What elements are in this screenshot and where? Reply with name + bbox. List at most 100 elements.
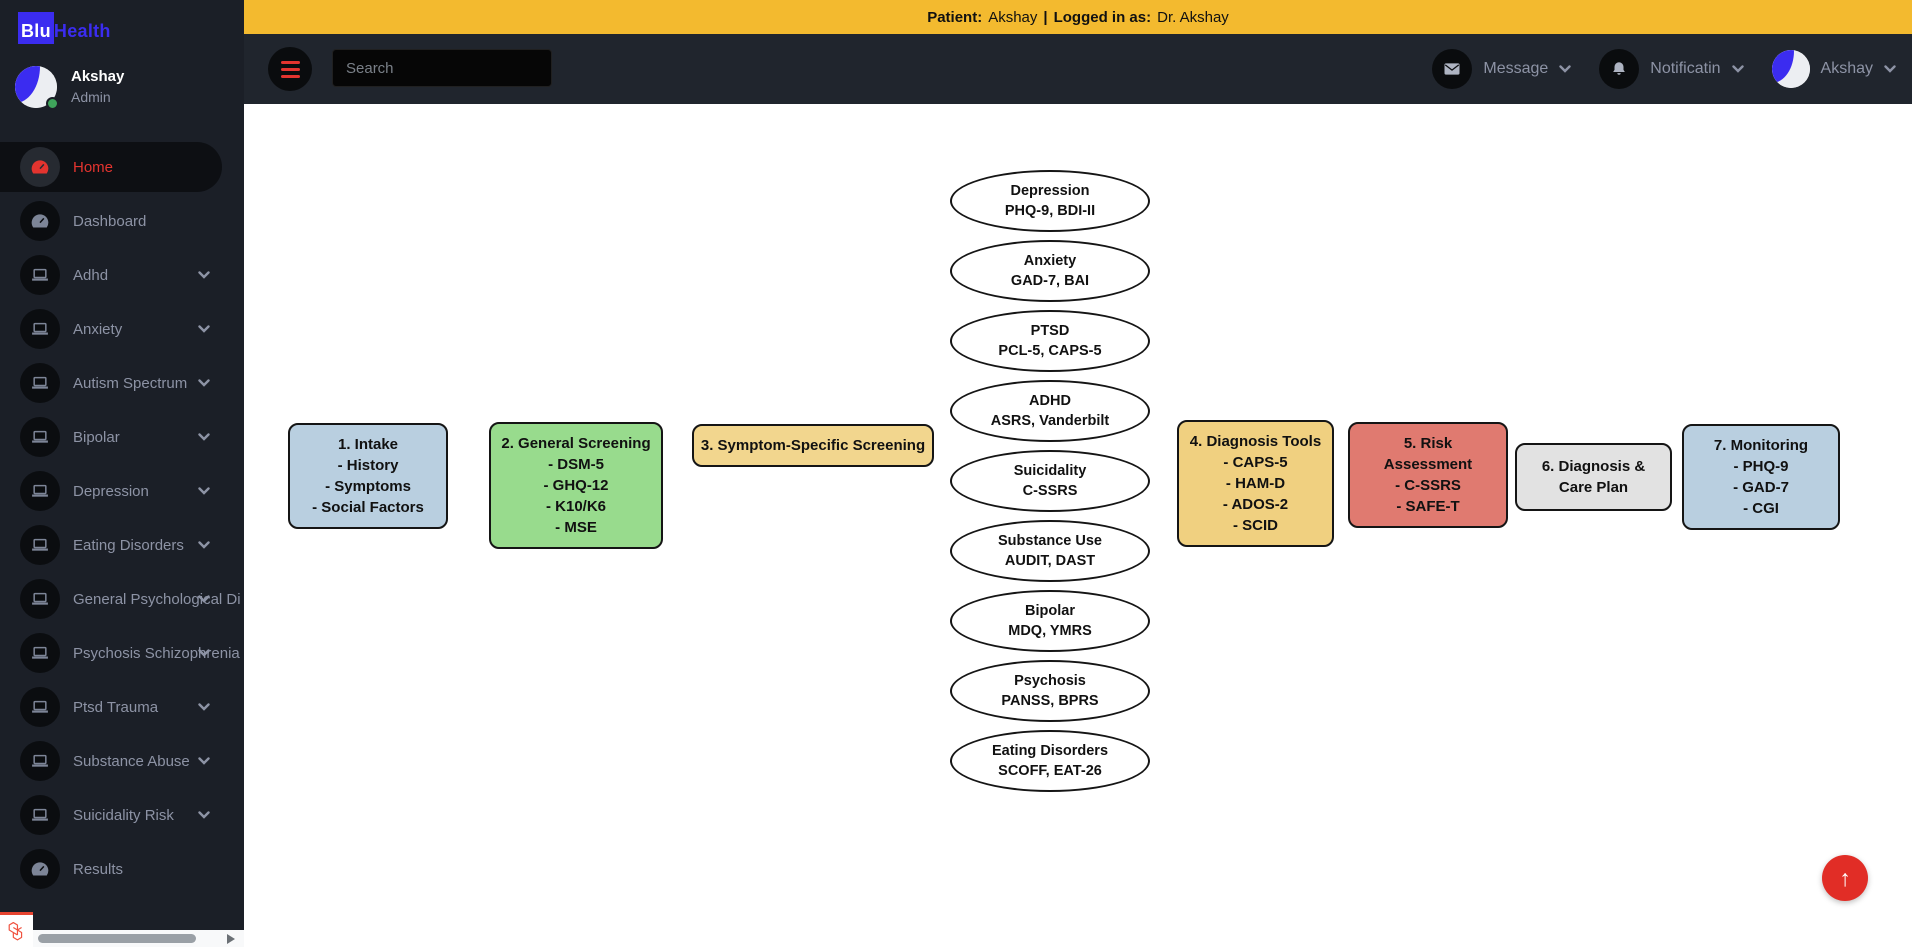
search-input[interactable] (332, 49, 552, 87)
scrollbar-right-arrow[interactable] (227, 933, 235, 944)
flow-box-line: 5. Risk (1403, 435, 1453, 452)
chevron-down-icon (198, 649, 210, 657)
flow-ellipse-eating-disorders[interactable]: Eating Disorders SCOFF, EAT-26 (950, 730, 1150, 792)
flow-box-symptom-specific-screening[interactable]: 3. Symptom-Specific Screening (692, 424, 934, 467)
sidebar-item-general-psychological[interactable]: General Psychological Di (0, 572, 244, 626)
flow-box-general-screening[interactable]: 2. General Screening - DSM-5 - GHQ-12 - … (489, 422, 663, 549)
sidebar-item-psychosis-schizophrenia[interactable]: Psychosis Schizophrenia (0, 626, 244, 680)
flow-ellipse-subtitle: PHQ-9, BDI-II (1004, 203, 1096, 219)
flow-ellipse-anxiety[interactable]: Anxiety GAD-7, BAI (950, 240, 1150, 302)
flow-box-monitoring[interactable]: 7. Monitoring - PHQ-9 - GAD-7 - CGI (1682, 424, 1840, 530)
flow-ellipse-title: Depression (1010, 183, 1090, 199)
top-navbar: Message Notificatin Akshay (244, 34, 1912, 104)
sidebar-item-label: Substance Abuse (73, 752, 190, 770)
flow-box-line: - ADOS-2 (1222, 496, 1289, 513)
flow-ellipse-title: Eating Disorders (991, 743, 1109, 759)
sidebar-item-home[interactable]: Home (0, 142, 222, 192)
chevron-down-icon (1884, 65, 1896, 73)
flow-box-intake[interactable]: 1. Intake - History - Symptoms - Social … (288, 423, 448, 529)
flow-box-line: Assessment (1383, 456, 1473, 473)
sidebar-item-results[interactable]: Results (0, 842, 244, 896)
sidebar-item-suicidality-risk[interactable]: Suicidality Risk (0, 788, 244, 842)
scrollbar-thumb[interactable] (38, 934, 196, 943)
chevron-down-icon (1731, 65, 1744, 73)
flow-ellipse-title: Psychosis (1014, 673, 1086, 689)
laravel-icon (8, 921, 22, 941)
sidebar-item-dashboard[interactable]: Dashboard (0, 194, 244, 248)
chevron-down-icon (198, 433, 210, 441)
online-status-dot (46, 97, 59, 110)
laptop-icon (20, 525, 60, 565)
flow-box-line: - GAD-7 (1733, 479, 1789, 496)
profile-dropdown[interactable]: Akshay (1771, 50, 1896, 88)
laptop-icon (20, 633, 60, 673)
flow-ellipse-subtitle: ASRS, Vanderbilt (990, 413, 1110, 429)
sidebar-item-ptsd-trauma[interactable]: Ptsd Trauma (0, 680, 244, 734)
flow-ellipse-adhd[interactable]: ADHD ASRS, Vanderbilt (950, 380, 1150, 442)
sidebar-item-anxiety[interactable]: Anxiety (0, 302, 244, 356)
patient-name: Akshay (988, 8, 1038, 26)
avatar-image (15, 66, 57, 108)
flow-ellipse-bipolar[interactable]: Bipolar MDQ, YMRS (950, 590, 1150, 652)
sidebar-item-label: Bipolar (73, 428, 120, 446)
avatar[interactable] (15, 66, 59, 110)
flow-box-line: - CAPS-5 (1223, 454, 1288, 471)
flow-box-diagnosis-care-plan[interactable]: 6. Diagnosis & Care Plan (1515, 443, 1672, 511)
flow-box-line: - HAM-D (1225, 475, 1286, 492)
sidebar-item-eating-disorders[interactable]: Eating Disorders (0, 518, 244, 572)
laptop-icon (20, 417, 60, 457)
message-dropdown[interactable]: Message (1432, 49, 1571, 89)
flow-box-line: - MSE (555, 519, 597, 536)
flow-ellipse-subtitle: PANSS, BPRS (1001, 693, 1099, 709)
sidebar-item-label: Dashboard (73, 212, 147, 230)
avatar-image (1771, 50, 1810, 88)
flow-ellipse-subtitle: C-SSRS (1022, 483, 1078, 499)
flow-box-line: - DSM-5 (548, 456, 604, 473)
flow-ellipse-subtitle: MDQ, YMRS (1008, 623, 1092, 639)
sidebar-toggle-button[interactable] (268, 47, 312, 91)
sidebar-item-depression[interactable]: Depression (0, 464, 244, 518)
speedometer-icon (20, 849, 60, 889)
sidebar-menu: Home Dashboard Adhd Anxiety Autism Spect… (0, 140, 244, 896)
flow-ellipse-psychosis[interactable]: Psychosis PANSS, BPRS (950, 660, 1150, 722)
laptop-icon (20, 471, 60, 511)
scroll-to-top-button[interactable]: ↑ (1822, 855, 1868, 901)
horizontal-scrollbar[interactable] (0, 930, 244, 947)
hamburger-icon (280, 59, 300, 80)
laravel-debugbar-badge[interactable] (0, 912, 33, 947)
flow-ellipse-substance-use[interactable]: Substance Use AUDIT, DAST (950, 520, 1150, 582)
sidebar-item-label: Home (73, 158, 114, 176)
chevron-down-icon (1559, 65, 1571, 73)
speedometer-icon (20, 201, 60, 241)
flow-box-line: - History (337, 457, 399, 474)
flow-box-line: - K10/K6 (545, 498, 607, 515)
banner-divider: | (1043, 8, 1048, 26)
sidebar-item-autism-spectrum[interactable]: Autism Spectrum (0, 356, 244, 410)
notification-dropdown[interactable]: Notificatin (1599, 49, 1744, 89)
flow-box-line: 2. General Screening (501, 435, 651, 452)
flow-ellipse-ptsd[interactable]: PTSD PCL-5, CAPS-5 (950, 310, 1150, 372)
flow-box-diagnosis-tools[interactable]: 4. Diagnosis Tools - CAPS-5 - HAM-D - AD… (1177, 420, 1334, 547)
sidebar-item-adhd[interactable]: Adhd (0, 248, 244, 302)
notification-label: Notificatin (1650, 60, 1721, 77)
flow-ellipse-title: ADHD (1029, 393, 1071, 409)
flow-box-line: - GHQ-12 (543, 477, 609, 494)
user-name: Akshay (71, 68, 125, 85)
flow-box-risk-assessment[interactable]: 5. Risk Assessment - C-SSRS - SAFE-T (1348, 422, 1508, 528)
laptop-icon (20, 255, 60, 295)
sidebar-item-bipolar[interactable]: Bipolar (0, 410, 244, 464)
bell-icon (1599, 49, 1640, 89)
flow-ellipse-depression[interactable]: Depression PHQ-9, BDI-II (950, 170, 1150, 232)
sidebar-item-substance-abuse[interactable]: Substance Abuse (0, 734, 244, 788)
sidebar-user-card: Akshay Admin (15, 66, 125, 110)
flow-box-line: - CGI (1743, 500, 1779, 517)
speedometer-icon (20, 147, 60, 187)
sidebar-item-label: Psychosis Schizophrenia (73, 644, 240, 662)
flow-ellipse-title: Suicidality (1013, 463, 1087, 479)
avatar (1771, 50, 1810, 88)
laptop-icon (20, 687, 60, 727)
laptop-icon (20, 795, 60, 835)
flow-ellipse-subtitle: GAD-7, BAI (1010, 273, 1090, 289)
flow-ellipse-suicidality[interactable]: Suicidality C-SSRS (950, 450, 1150, 512)
